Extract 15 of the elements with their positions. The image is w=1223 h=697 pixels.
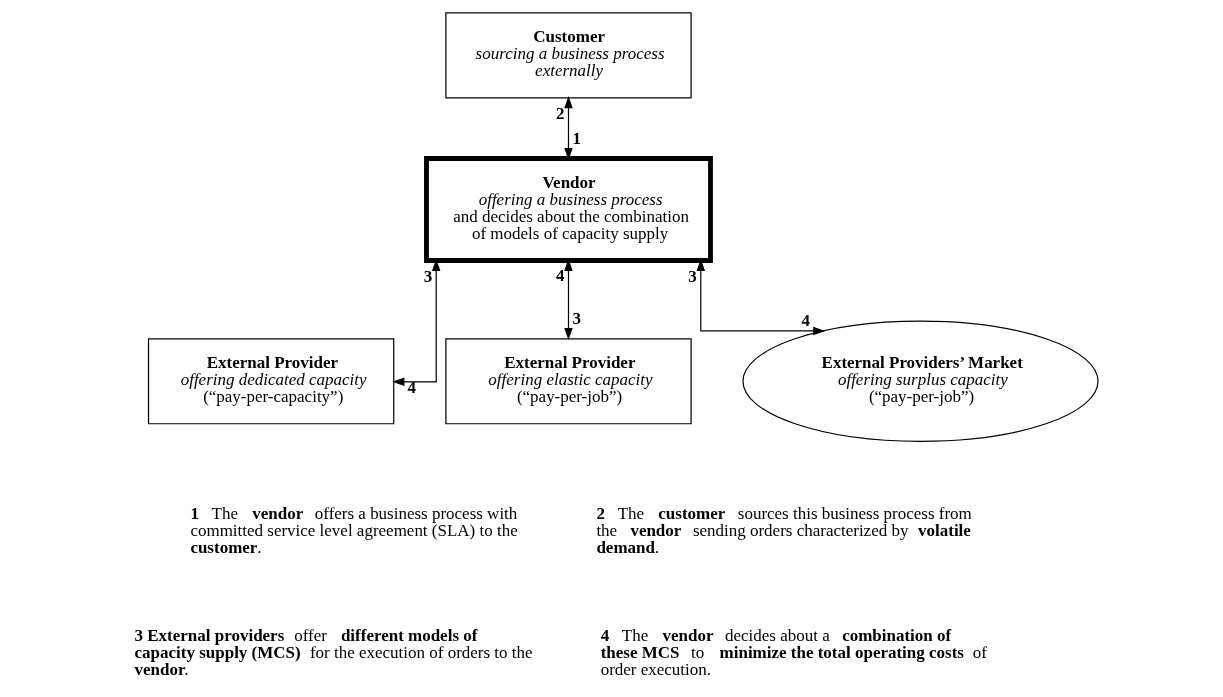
label: 3 (572, 308, 581, 328)
label: 4 (556, 266, 565, 286)
label: 1 The vendor offers a business process with committed service level agreement (SLA) to the customer. (190, 504, 518, 558)
node-box: Vendor offering a business process and decides about the combination of models of capacity supply (424, 156, 713, 263)
node-box: Customer sourcing a business process externally (445, 12, 692, 99)
label: 2 The customer sources this business process from the vendor sending orders characterized by volatile demand. (596, 504, 972, 558)
label: 4 (407, 378, 416, 398)
node-box: External Provider offering dedicated capacity (“pay-per-capacity”) (147, 338, 395, 425)
label: 4 The vendor decides about a combination of these MCS to minimize the total operating costs of order execution. (600, 625, 987, 679)
label: 3 (688, 266, 697, 286)
label: 2 (556, 103, 565, 123)
label: 3 (423, 266, 433, 286)
node-box: External Provider offering elastic capacity (“pay-per-job”) (445, 338, 692, 425)
label: 3 External providers offer different models of capacity supply (MCS) for the execution of orders to the vendor. (134, 625, 533, 679)
label: 1 (572, 129, 581, 149)
